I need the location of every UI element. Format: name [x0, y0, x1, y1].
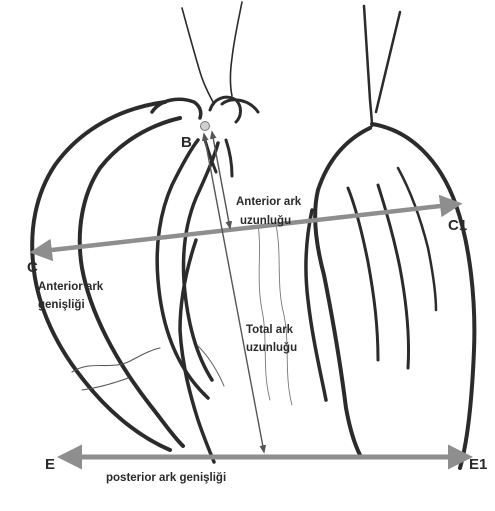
point-labels: B C C1 E E1	[27, 134, 487, 473]
point-c1-label: C1	[448, 217, 467, 234]
upper-lip-line-right	[231, 2, 243, 96]
right-inner-contour	[315, 128, 370, 455]
anterior-width-caption-line1: Anterior ark	[38, 281, 104, 293]
upper-lip-line-left	[182, 8, 214, 104]
total-length-caption-line1: Total ark	[246, 324, 294, 336]
anterior-width-caption-line2: genişliği	[38, 299, 85, 311]
posterior-width-caption: posterior ark genişliği	[106, 472, 226, 484]
anterior-length-caption-line2: uzunluğu	[240, 215, 291, 227]
point-b-label: B	[181, 134, 192, 151]
total-length-caption-line2: uzunluğu	[246, 342, 297, 354]
point-e-label: E	[45, 456, 55, 473]
right-outer-contour	[372, 124, 474, 468]
total-length-arrow	[204, 134, 264, 452]
point-c-label: C	[27, 259, 38, 276]
anterior-length-caption-line1: Anterior ark	[236, 196, 302, 208]
fine-line-1	[258, 225, 270, 400]
left-outer-contour	[32, 102, 170, 450]
point-b-marker	[201, 122, 210, 131]
incisor-root-right	[226, 140, 232, 176]
upper-right-fold-2	[376, 12, 400, 112]
fine-line-2	[276, 225, 292, 405]
upper-right-fold	[364, 6, 372, 126]
point-e1-label: E1	[469, 456, 487, 473]
